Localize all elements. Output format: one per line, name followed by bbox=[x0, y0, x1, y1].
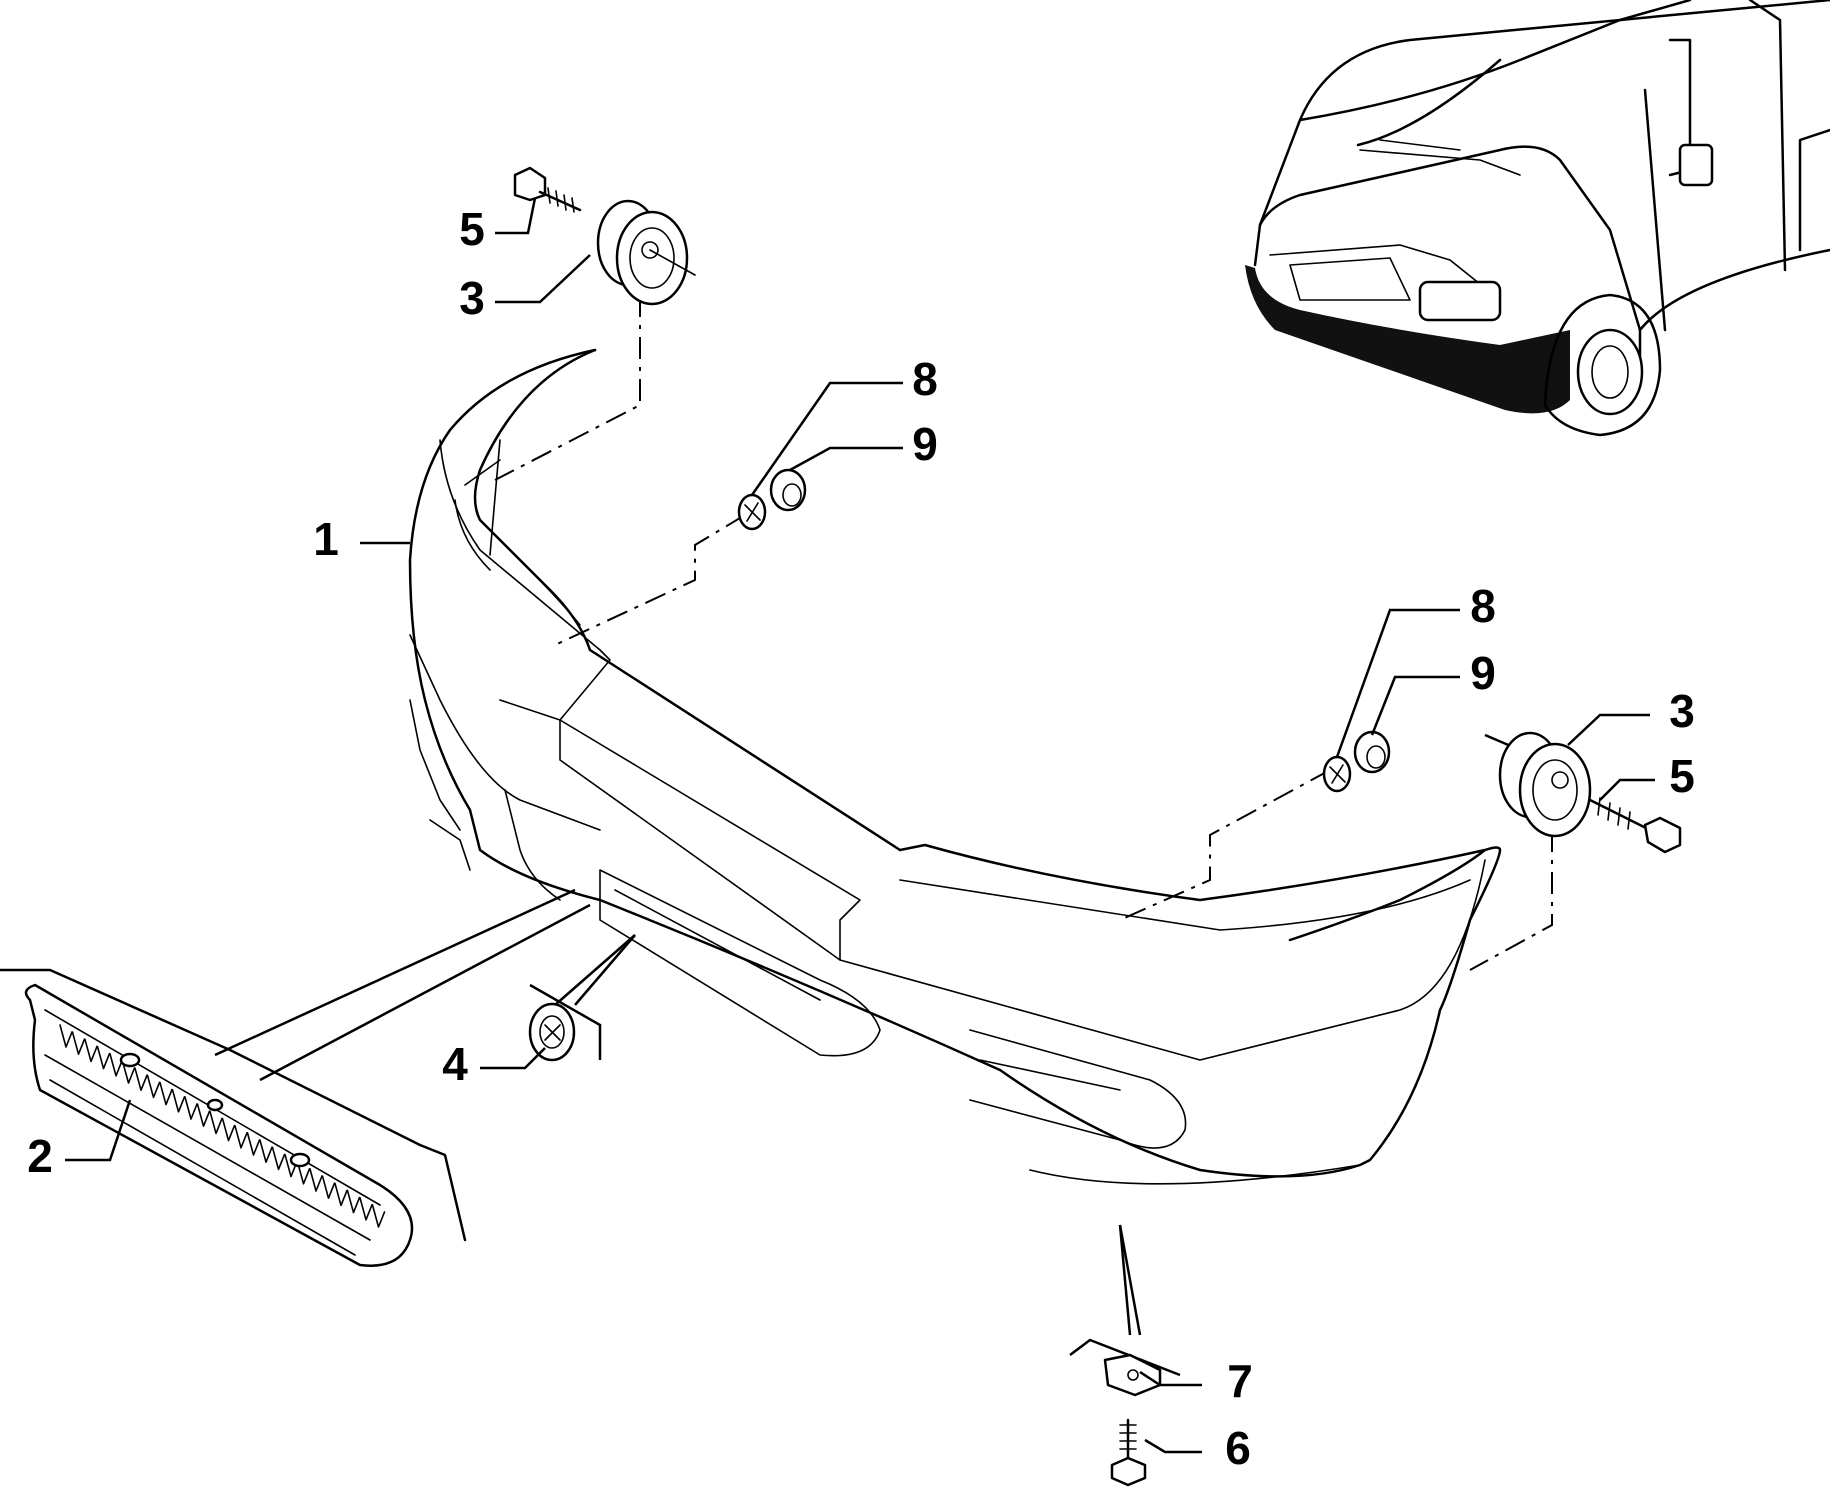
screw-part-6 bbox=[1110, 1418, 1147, 1487]
callout-8-right: 8 bbox=[1470, 580, 1496, 632]
nut-part-8-9-top bbox=[737, 468, 807, 531]
callout-2: 2 bbox=[27, 1130, 53, 1182]
grille-tooth bbox=[96, 1045, 111, 1070]
bumper-part bbox=[408, 348, 1502, 1185]
callout-4: 4 bbox=[442, 1038, 468, 1090]
grille-tooth bbox=[134, 1067, 148, 1091]
grille-tooth bbox=[84, 1038, 98, 1063]
callout-labels: 1 2 3 5 4 8 9 8 9 3 5 7 6 bbox=[27, 203, 1695, 1474]
grille-tooth bbox=[246, 1132, 261, 1156]
grille-tooth bbox=[234, 1125, 248, 1149]
grille-tooth bbox=[146, 1074, 161, 1099]
callout-1: 1 bbox=[313, 513, 339, 565]
callout-5-top: 5 bbox=[459, 203, 485, 255]
grille-tooth bbox=[109, 1053, 123, 1077]
callout-7: 7 bbox=[1227, 1355, 1253, 1407]
grille-tooth bbox=[284, 1153, 298, 1178]
clip-part-3-right bbox=[1498, 731, 1592, 838]
van-illustration bbox=[1245, 0, 1830, 437]
grille-tooth bbox=[171, 1089, 186, 1113]
clip-part-3-top bbox=[596, 199, 696, 306]
clip-part-4 bbox=[528, 1002, 576, 1062]
mirror-icon bbox=[1678, 143, 1714, 187]
grille-tooth bbox=[184, 1096, 198, 1120]
grille-tooth bbox=[259, 1139, 273, 1163]
grille-tooth bbox=[321, 1175, 336, 1199]
grille-tooth bbox=[309, 1168, 323, 1192]
grille-tooth bbox=[346, 1189, 361, 1214]
grille-tooth bbox=[296, 1161, 311, 1185]
grille-tooth bbox=[209, 1110, 223, 1135]
grille-tooth bbox=[121, 1060, 136, 1084]
grille-teeth bbox=[59, 1024, 386, 1228]
grille-tooth bbox=[196, 1103, 211, 1127]
grille-tooth bbox=[159, 1081, 173, 1106]
callout-9-right: 9 bbox=[1470, 647, 1496, 699]
clip-part-7 bbox=[1103, 1353, 1162, 1397]
assembly-lines bbox=[214, 295, 1553, 1377]
callout-3-top: 3 bbox=[459, 272, 485, 324]
grille-tooth bbox=[59, 1024, 73, 1048]
grille-tooth bbox=[359, 1197, 373, 1221]
bumper-highlight bbox=[1245, 265, 1570, 414]
callout-3-right: 3 bbox=[1669, 685, 1695, 737]
nut-part-8-9-right bbox=[1322, 730, 1391, 793]
grille-tooth bbox=[334, 1182, 348, 1207]
grille-tooth bbox=[371, 1204, 386, 1228]
callout-5-right: 5 bbox=[1669, 750, 1695, 802]
grille-tooth bbox=[71, 1031, 86, 1055]
callout-9-top: 9 bbox=[912, 418, 938, 470]
callout-leaders bbox=[65, 197, 1655, 1454]
callout-6: 6 bbox=[1225, 1422, 1251, 1474]
screw-part-5-right bbox=[1588, 797, 1682, 854]
screw-part-5-top bbox=[513, 166, 582, 213]
grille-part bbox=[0, 968, 467, 1267]
callout-8-top: 8 bbox=[912, 353, 938, 405]
wheel-icon bbox=[1576, 328, 1644, 416]
grille-tooth bbox=[221, 1117, 236, 1142]
grille-tooth bbox=[271, 1146, 286, 1171]
headlight-icon bbox=[1418, 280, 1502, 322]
